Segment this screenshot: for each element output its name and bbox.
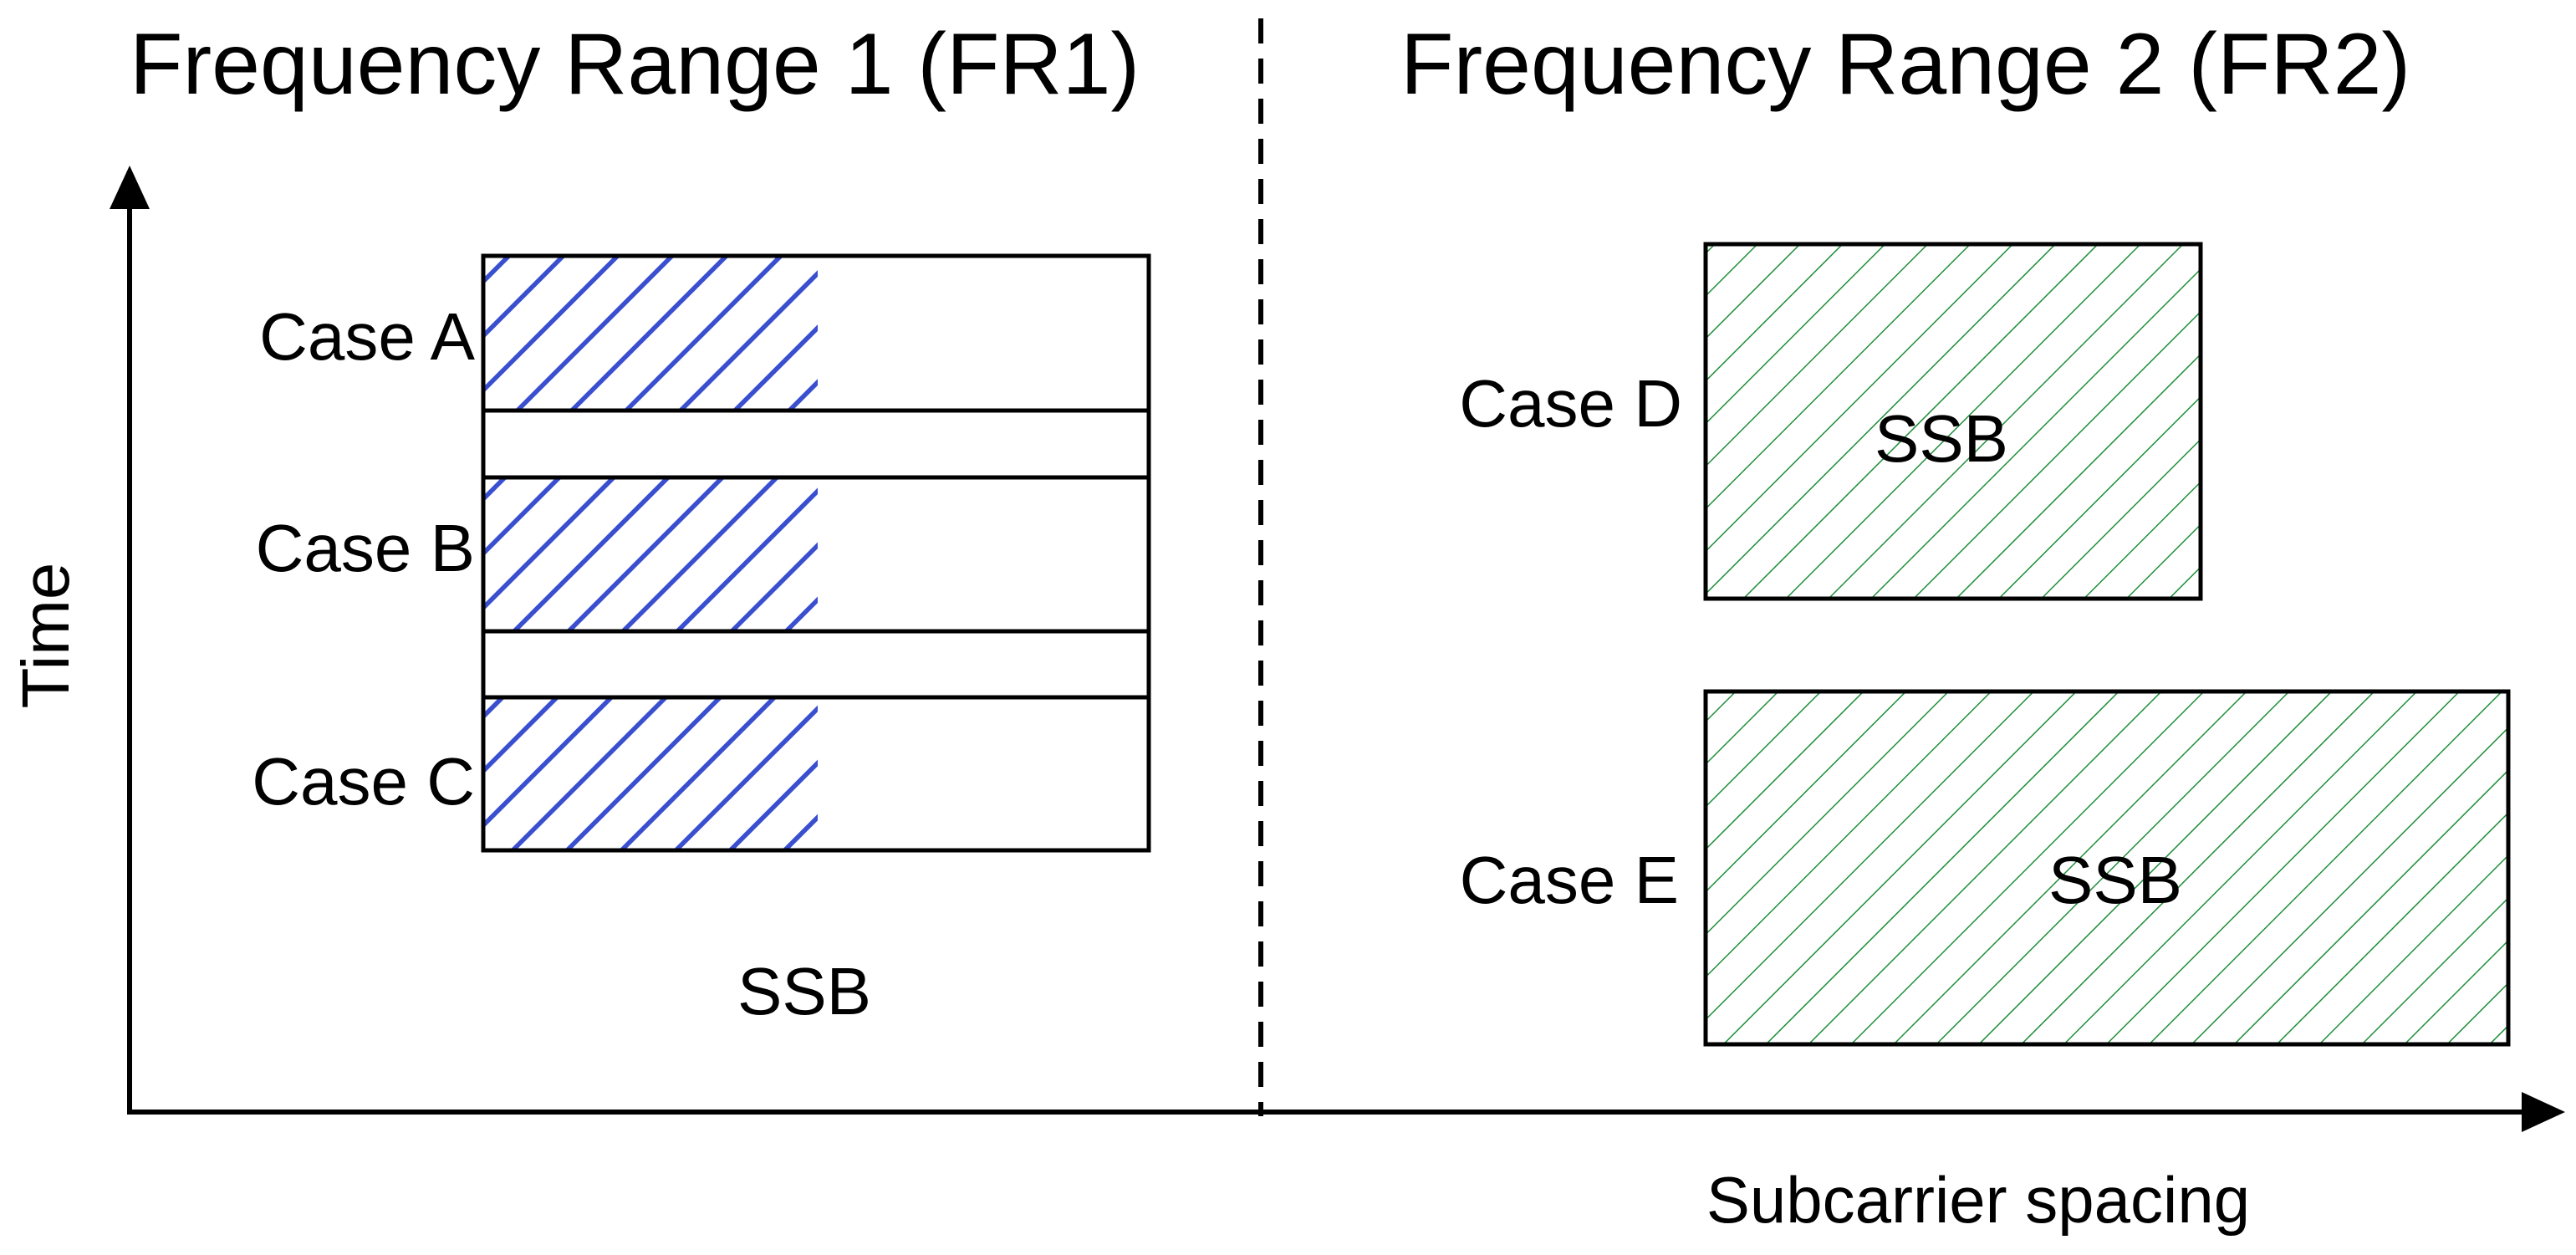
fr2-case-d: SSB [1703,242,2203,601]
fr1-case-c-box [481,695,1151,853]
x-axis-label: Subcarrier spacing [1706,1163,2250,1237]
fr1-gap-2 [481,629,1151,700]
fr2-case-e-label: Case E [1460,843,1679,917]
fr2-title: Frequency Range 2 (FR2) [1400,16,2410,113]
y-axis-arrow-icon [110,166,150,209]
fr1-case-a-label: Case A [259,299,476,374]
fr1-gap-1 [481,408,1151,480]
y-axis-label: Time [8,563,83,709]
fr2-case-d-ssb-label: SSB [1875,401,2008,476]
fr1-case-a-hatch [483,256,818,411]
fr2-case-d-label: Case D [1459,366,1682,441]
x-axis-arrow-icon [2522,1092,2565,1132]
fr1-case-c-hatch [483,697,818,850]
fr2-case-d-box [1703,242,2203,601]
x-axis [127,1092,2565,1132]
y-axis [110,166,150,1112]
fr1-case-stack [481,253,1151,853]
fr1-ssb-label: SSB [737,954,871,1028]
fr2-case-e-box [1703,689,2511,1047]
fr1-title: Frequency Range 1 (FR1) [130,16,1140,113]
fr1-case-b-hatch [483,477,818,631]
fr2-case-e: SSB [1703,689,2511,1047]
fr1-case-b-label: Case B [256,511,475,585]
fr1-case-c-label: Case C [252,744,475,819]
fr2-case-e-ssb-label: SSB [2048,843,2182,917]
